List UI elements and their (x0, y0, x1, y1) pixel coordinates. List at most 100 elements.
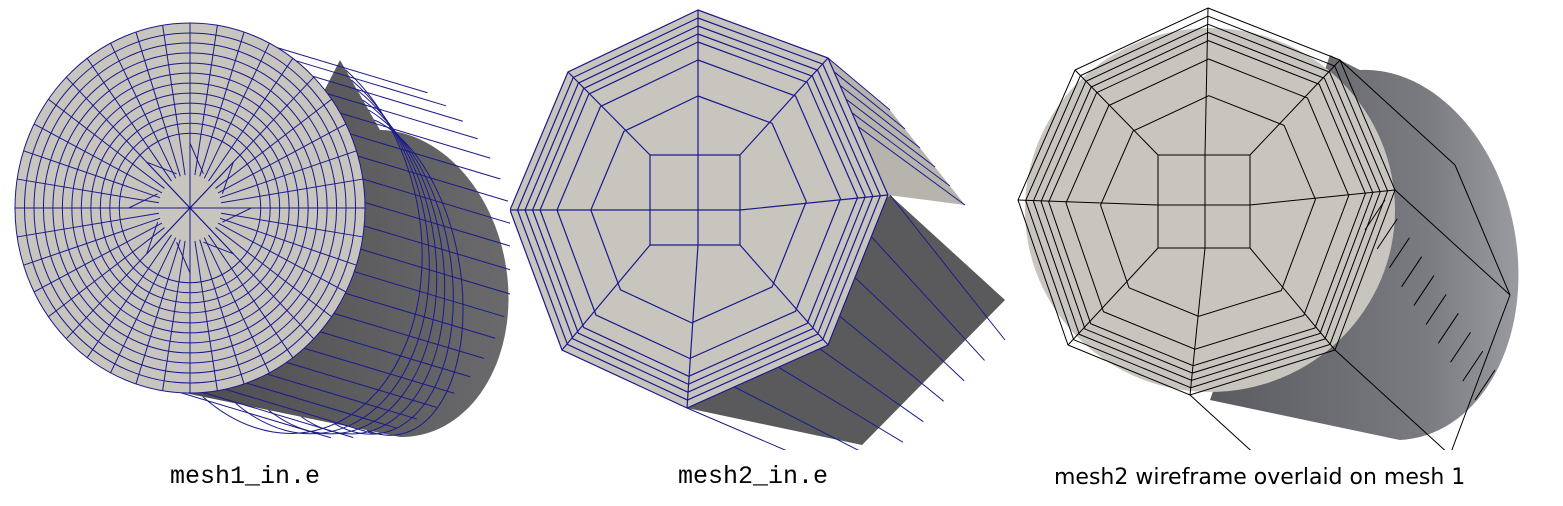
mesh2-spoke (739, 194, 889, 211)
panel-overlay: mesh2 wireframe overlaid on mesh 1 (1010, 0, 1563, 506)
mesh1-spoke (208, 58, 294, 182)
mesh2-side-line (851, 112, 951, 187)
overlay-render (1017, 7, 1519, 450)
mesh2-face-mesh (510, 9, 889, 409)
mesh1-spoke (33, 222, 163, 293)
mesh2-side-line (845, 98, 936, 168)
mesh1-spoke (23, 217, 161, 266)
overlay-end-face (1025, 28, 1395, 392)
mesh1-spoke (23, 150, 161, 199)
mesh1-spoke (110, 42, 177, 179)
mesh1-spoke (217, 222, 347, 293)
mesh1-spoke (208, 234, 294, 358)
mesh1-spoke (110, 237, 177, 374)
mesh1-spoke (217, 123, 347, 194)
caption-mesh2: mesh2_in.e (678, 462, 829, 491)
overlay-spoke (1249, 247, 1336, 351)
overlay-edge (1394, 189, 1511, 296)
mesh1-spoke (135, 239, 181, 385)
mesh1-spoke (33, 123, 163, 194)
mesh1-side-ring (268, 89, 438, 435)
mesh1-spoke (194, 25, 218, 176)
overlay-spoke (1249, 59, 1341, 156)
mesh1-center-line (189, 143, 204, 175)
mesh1-spoke (215, 227, 332, 318)
overlay-spoke (1189, 247, 1206, 396)
mesh1-spoke (17, 178, 159, 204)
mesh1-side-ring (235, 79, 430, 435)
mesh2-side-line (686, 407, 787, 450)
overlay-spoke (1074, 69, 1159, 156)
overlay-edge (1339, 59, 1456, 166)
mesh1-side-line (340, 112, 491, 159)
mesh2-side-line (857, 126, 966, 206)
overlay-tick (1389, 237, 1410, 269)
overlay-spoke (1249, 189, 1396, 206)
mesh1-side-line (277, 47, 428, 94)
overlay-spoke (1017, 199, 1159, 206)
mesh1-side-line (224, 388, 376, 435)
mesh1-side-line (266, 373, 418, 420)
mesh1-side-ring (202, 69, 423, 434)
mesh1-side-line (319, 331, 471, 378)
mesh2-side-line (889, 194, 1006, 341)
mesh2-spoke (686, 244, 699, 409)
mesh1-center-line (146, 221, 159, 254)
mesh1-face-mesh (14, 22, 366, 394)
mesh1-side-line (364, 201, 510, 247)
mesh1-side-line (362, 178, 510, 224)
mesh2-side-line (860, 225, 985, 361)
mesh2-render (510, 9, 1006, 450)
overlay-tick (1437, 313, 1459, 344)
overlay-edge (1189, 394, 1251, 450)
overlay-tick (1413, 275, 1435, 306)
mesh1-center-line (128, 193, 158, 209)
mesh2-side-line (839, 85, 921, 149)
mesh1-side-ring (366, 119, 464, 436)
mesh1-center-line (146, 207, 191, 255)
mesh1-side-lines (180, 47, 510, 439)
mesh2-ring (590, 95, 807, 324)
mesh1-spoke (135, 31, 181, 177)
overlay-tick (1462, 350, 1484, 382)
overlay-wireframe (1017, 7, 1511, 450)
mesh1-center-line (146, 161, 177, 175)
mesh1-spoke (199, 239, 245, 385)
mesh1-side-line (304, 347, 455, 394)
overlay-spoke (1204, 7, 1209, 156)
mesh2-spoke (739, 244, 829, 346)
mesh2-spoke (567, 71, 651, 156)
mesh1-spoke (194, 240, 218, 391)
caption-mesh1: mesh1_in.e (170, 462, 321, 491)
mesh1-spoke (162, 240, 186, 391)
mesh1-center-line (203, 241, 234, 255)
mesh1-spoke (221, 212, 363, 238)
mesh1-side-line (364, 225, 510, 271)
mesh1-spoke (219, 150, 357, 199)
mesh1-center-line (189, 161, 234, 209)
mesh2-side-line (715, 377, 859, 450)
mesh1-center-line (176, 241, 191, 273)
mesh2-spoke (561, 244, 651, 351)
mesh1-spoke (219, 217, 357, 266)
mesh1-side-line (246, 382, 397, 429)
mesh1-spoke (203, 42, 270, 179)
mesh1-side-line (295, 60, 447, 107)
overlay-ring (1100, 95, 1316, 317)
mesh1-side-line (354, 271, 505, 318)
overlay-tick (1364, 199, 1386, 231)
mesh1-center-line (221, 162, 234, 195)
mesh1-center-line (146, 161, 191, 209)
overlay-edge (1451, 294, 1511, 450)
mesh2-side-dark (687, 195, 1005, 445)
mesh1-center-line (189, 207, 234, 255)
overlay-spoke (1067, 247, 1159, 346)
mesh1-side-ring (301, 99, 446, 435)
overlay-tick (1450, 331, 1471, 363)
mesh1-side-line (360, 248, 510, 295)
mesh1-side-line (327, 93, 478, 140)
mesh1-spoke (162, 25, 186, 176)
overlay-tick (1376, 218, 1398, 250)
mesh1-spoke (48, 98, 165, 189)
caption-overlay: mesh2 wireframe overlaid on mesh 1 (1054, 465, 1466, 490)
